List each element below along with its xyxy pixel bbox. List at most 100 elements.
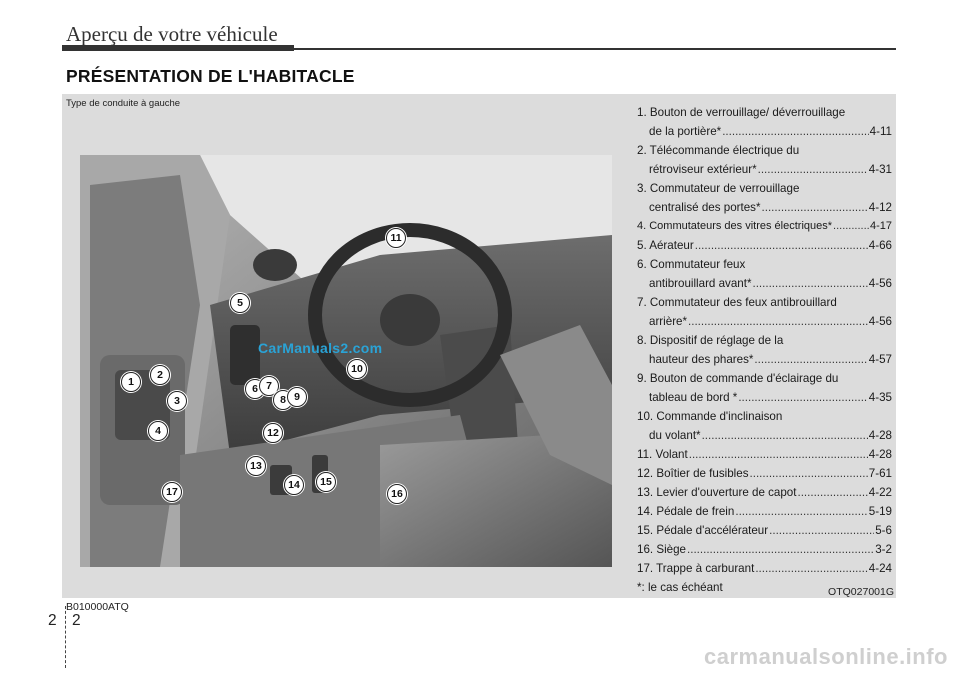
- page-divider: [65, 606, 66, 668]
- footnote: *: le cas échéant: [637, 581, 723, 594]
- page-reference: 5-19: [868, 505, 892, 518]
- page-reference: 4-57: [868, 353, 892, 366]
- page-reference: 4-66: [868, 239, 892, 252]
- interior-photo: [80, 155, 612, 567]
- callout-4: 4: [148, 421, 168, 441]
- dot-leader: [722, 125, 868, 138]
- item-label: 1. Bouton de verrouillage/ déverrouillag…: [637, 106, 846, 119]
- dot-leader: [758, 163, 868, 176]
- page-reference: 4-17: [869, 220, 892, 232]
- item-label: centralisé des portes*: [649, 201, 761, 214]
- list-item-line: 11. Volant 4-28: [637, 448, 892, 467]
- item-label: 16. Siège: [637, 543, 686, 556]
- item-label: antibrouillard avant*: [649, 277, 752, 290]
- page-reference: 4-56: [868, 277, 892, 290]
- dot-leader: [689, 448, 868, 461]
- callout-5: 5: [230, 293, 250, 313]
- item-label: hauteur des phares*: [649, 353, 754, 366]
- dot-leader: [688, 315, 868, 328]
- callout-17: 17: [162, 482, 182, 502]
- page-reference: 4-12: [868, 201, 892, 214]
- list-item: 15. Pédale d'accélérateur 5-6: [637, 524, 892, 543]
- item-label: 10. Commande d'inclinaison: [637, 410, 783, 423]
- dot-leader: [769, 524, 874, 537]
- list-item-line: arrière*4-56: [637, 315, 892, 334]
- dot-leader: [735, 505, 867, 518]
- list-item-line: du volant*4-28: [637, 429, 892, 448]
- page-reference: 4-28: [868, 429, 892, 442]
- dot-leader: [695, 239, 868, 252]
- item-label: 14. Pédale de frein: [637, 505, 735, 518]
- dot-leader: [687, 543, 874, 556]
- list-item-line: antibrouillard avant* 4-56: [637, 277, 892, 296]
- item-label: 13. Levier d'ouverture de capot: [637, 486, 797, 499]
- item-label: 2. Télécommande électrique du: [637, 144, 800, 157]
- page-reference: 5-6: [875, 524, 892, 537]
- page-reference: 4-24: [868, 562, 892, 575]
- list-item-line: 7. Commutateur des feux antibrouillard: [637, 296, 892, 315]
- list-item: 5. Aérateur4-66: [637, 239, 892, 258]
- list-item-line: hauteur des phares* 4-57: [637, 353, 892, 372]
- item-label: 6. Commutateur feux: [637, 258, 746, 271]
- list-item-line: 8. Dispositif de réglage de la: [637, 334, 892, 353]
- list-item-line: rétroviseur extérieur* 4-31: [637, 163, 892, 182]
- item-label: de la portière*: [649, 125, 722, 138]
- dot-leader: [762, 201, 868, 214]
- component-list: 1. Bouton de verrouillage/ déverrouillag…: [637, 106, 892, 600]
- list-item-line: 15. Pédale d'accélérateur 5-6: [637, 524, 892, 543]
- list-item-line: 6. Commutateur feux: [637, 258, 892, 277]
- list-item-line: 3. Commutateur de verrouillage: [637, 182, 892, 201]
- callout-3: 3: [167, 391, 187, 411]
- list-item-line: de la portière* 4-11: [637, 125, 892, 144]
- list-item: 3. Commutateur de verrouillage centralisé…: [637, 182, 892, 220]
- list-item-line: 2. Télécommande électrique du: [637, 144, 892, 163]
- page-reference: 4-28: [868, 448, 892, 461]
- callout-16: 16: [387, 484, 407, 504]
- list-item: 9. Bouton de commande d'éclairage du tabl…: [637, 372, 892, 410]
- item-label: 17. Trappe à carburant: [637, 562, 755, 575]
- item-label: 3. Commutateur de verrouillage: [637, 182, 800, 195]
- list-item: 11. Volant 4-28: [637, 448, 892, 467]
- item-label: 15. Pédale d'accélérateur: [637, 524, 769, 537]
- dot-leader: [797, 486, 867, 499]
- header-rule: [62, 45, 294, 51]
- page-reference: 4-56: [868, 315, 892, 328]
- item-label: 11. Volant: [637, 448, 688, 461]
- page-reference: 4-31: [868, 163, 892, 176]
- callout-10: 10: [347, 359, 367, 379]
- list-item-line: 13. Levier d'ouverture de capot 4-22: [637, 486, 892, 505]
- callout-2: 2: [150, 365, 170, 385]
- list-item-line: 10. Commande d'inclinaison: [637, 410, 892, 429]
- item-label: rétroviseur extérieur*: [649, 163, 757, 176]
- list-item-line: tableau de bord *4-35: [637, 391, 892, 410]
- page-reference: 4-22: [868, 486, 892, 499]
- interior-illustration: [80, 155, 612, 567]
- list-item-line: 4. Commutateurs des vitres électriques*4…: [637, 220, 892, 239]
- callout-9: 9: [287, 387, 307, 407]
- list-item: 2. Télécommande électrique du rétroviseur…: [637, 144, 892, 182]
- list-item: 10. Commande d'inclinaison du volant*4-28: [637, 410, 892, 448]
- list-item-line: centralisé des portes* 4-12: [637, 201, 892, 220]
- item-label: 7. Commutateur des feux antibrouillard: [637, 296, 837, 309]
- dot-leader: [738, 391, 867, 404]
- page-reference: 4-11: [869, 125, 892, 138]
- page-reference: 3-2: [875, 543, 892, 556]
- section-title: PRÉSENTATION DE L'HABITACLE: [66, 66, 355, 86]
- callout-7: 7: [259, 376, 279, 396]
- dot-leader: [750, 467, 868, 480]
- callout-14: 14: [284, 475, 304, 495]
- list-item: 14. Pédale de frein 5-19: [637, 505, 892, 524]
- dot-leader: [754, 353, 867, 366]
- list-item: 4. Commutateurs des vitres électriques*4…: [637, 220, 892, 239]
- list-item-line: 16. Siège 3-2: [637, 543, 892, 562]
- callout-11: 11: [386, 228, 406, 248]
- image-code: OTQ027001G: [828, 586, 894, 598]
- page-number-right: 2: [72, 612, 81, 629]
- list-item-line: 17. Trappe à carburant 4-24: [637, 562, 892, 581]
- list-item: 7. Commutateur des feux antibrouillard ar…: [637, 296, 892, 334]
- header-rule-thin: [294, 48, 896, 50]
- callout-15: 15: [316, 472, 336, 492]
- item-label: 9. Bouton de commande d'éclairage du: [637, 372, 839, 385]
- list-item-line: 9. Bouton de commande d'éclairage du: [637, 372, 892, 391]
